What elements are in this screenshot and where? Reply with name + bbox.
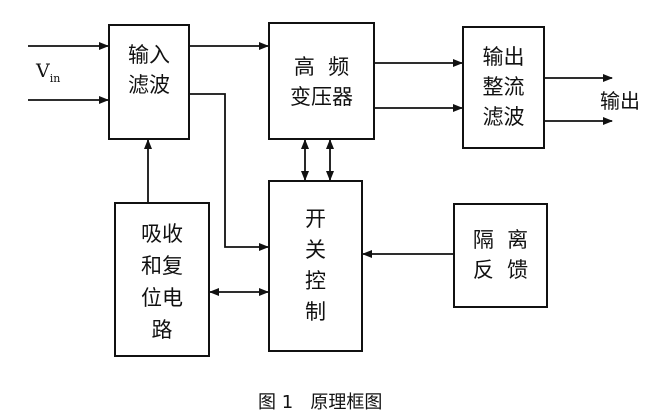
hf-transformer-label: 高 频 变压器 xyxy=(290,55,353,109)
output-rectifier-filter-label: 输出 整流 滤波 xyxy=(482,45,525,129)
figure-caption: 图 1 原理框图 xyxy=(258,392,383,413)
vin-label: Vin xyxy=(36,60,60,85)
input-filter-block: 输入 滤波 xyxy=(108,24,190,140)
output-rectifier-filter-block: 输出 整流 滤波 xyxy=(462,26,545,149)
vin-sub: in xyxy=(49,71,61,85)
input-filter-label: 输入 滤波 xyxy=(128,43,170,97)
filter-to-switch-arrow xyxy=(190,93,269,251)
output-label: 输出 xyxy=(600,89,640,113)
vin-main: V xyxy=(36,60,50,82)
switch-control-block: 开 关 控 制 xyxy=(268,180,363,352)
snubber-reset-block: 吸收 和复 位电 路 xyxy=(114,202,210,357)
snubber-reset-label: 吸收 和复 位电 路 xyxy=(141,222,183,342)
isolated-feedback-label: 隔 离 反 馈 xyxy=(472,228,529,282)
hf-transformer-block: 高 频 变压器 xyxy=(268,22,375,140)
isolated-feedback-block: 隔 离 反 馈 xyxy=(453,203,548,308)
switch-control-label: 开 关 控 制 xyxy=(305,207,326,324)
